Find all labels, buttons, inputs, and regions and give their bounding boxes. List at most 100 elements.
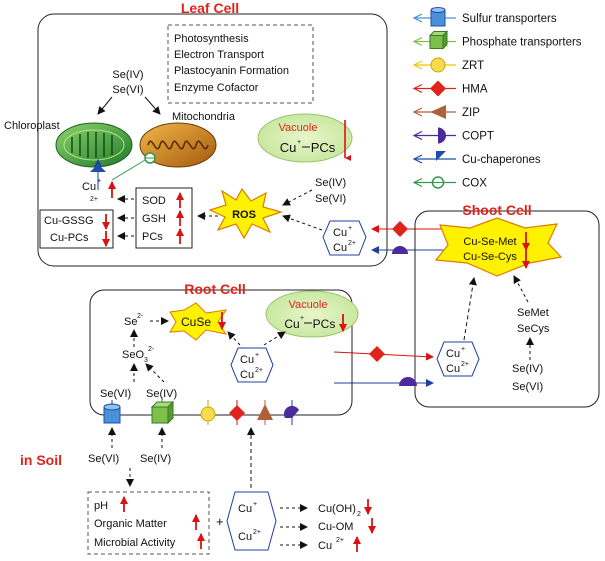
leaf-hex-cu2: Cu — [333, 242, 347, 254]
soil-se-vi: Se(VI) — [88, 453, 119, 465]
root-hma-icon — [369, 346, 385, 362]
legend-item: COPT — [412, 127, 494, 144]
soil-cuoh-sub: 2 — [357, 511, 361, 518]
shoot-hex-cu2: Cu — [446, 363, 460, 375]
soil: in Soil Se(VI) Se(IV) pH Organic Matter … — [20, 427, 376, 555]
root-se-iv: Se(IV) — [146, 388, 177, 400]
root-vacuole: Vacuole Cu + PCs — [265, 290, 359, 338]
legend-label: COPT — [462, 131, 494, 143]
mitochondria-label: Mitochondria — [172, 111, 236, 123]
leaf-cu-plus: + — [97, 178, 101, 185]
root-se-vi: Se(VI) — [100, 388, 131, 400]
soil-product-cuom: Cu-OM — [318, 521, 353, 533]
root-cu-chaperone-icon — [283, 400, 299, 425]
arrow-cu-to-cuse — [227, 331, 241, 346]
function-electron-transport: Electron Transport — [174, 49, 264, 61]
legend-label: Phosphate transporters — [462, 37, 582, 49]
diamond-icon — [412, 80, 456, 97]
ros-label: ROS — [232, 209, 256, 221]
leaf-vacuole-cu-plus: + — [297, 139, 301, 146]
shoot-se-vi: Se(VI) — [512, 381, 543, 393]
soil-hex-cu2: Cu — [238, 531, 252, 543]
root-cuse: CuSe — [181, 315, 211, 329]
function-plastocyanin: Plastocyanin Formation — [174, 65, 289, 77]
leaf-hex-2plus: 2+ — [348, 240, 356, 247]
legend-item: HMA — [412, 80, 488, 97]
triangle-icon — [412, 105, 456, 119]
leaf-cell-border — [37, 13, 388, 267]
root-sulfur-transporter-icon — [103, 400, 121, 424]
leaf-cu-chaperone-icon — [90, 159, 106, 190]
soil-hex-plus: + — [253, 501, 257, 508]
root-cell-border — [89, 289, 353, 416]
arrow-se-to-mitochondria — [144, 96, 161, 115]
shoot-cell: Shoot Cell Cu-Se-Met Cu-Se-Cys SeMet SeC… — [414, 202, 600, 408]
enzyme-pcs: PCs — [142, 231, 163, 243]
leaf-right-se-vi: Se(VI) — [315, 193, 346, 205]
leaf-copt-icon — [392, 246, 408, 254]
enzyme-sod: SOD — [142, 195, 166, 207]
circle-icon — [412, 57, 456, 73]
root-hma-icon-2 — [229, 400, 245, 425]
leaf-shoot-transport — [371, 221, 468, 254]
shoot-cell-border — [414, 210, 600, 408]
legend-item: Cu-chaperones — [412, 151, 541, 166]
legend-item: ZRT — [412, 57, 484, 73]
arrow-cu-to-ros — [282, 214, 323, 231]
root-vacuole-cu: Cu — [284, 317, 299, 331]
leaf-cu-2plus: 2+ — [90, 196, 98, 203]
soil-product-cu2: Cu — [318, 540, 332, 552]
ros-star: ROS — [208, 187, 284, 240]
shoot-hex-cu: Cu — [446, 348, 460, 360]
cylinder-icon — [412, 7, 456, 27]
soil-cu-2plus: 2+ — [336, 537, 344, 544]
soil-hex-cu: Cu — [238, 503, 252, 515]
root-cu-hexagon: Cu + Cu 2+ — [230, 347, 274, 383]
leaf-vacuole-pcs: PCs — [311, 140, 336, 155]
leaf-hex-plus: + — [348, 225, 352, 232]
legend-item: COX — [412, 176, 487, 190]
soil-factor-microbial: Microbial Activity — [94, 537, 176, 549]
root-vacuole-plus: + — [300, 315, 304, 322]
arrow-cu-to-vacuole — [263, 331, 286, 346]
legend-label: HMA — [462, 84, 488, 96]
shoot-se-iv: Se(IV) — [512, 363, 543, 375]
root-vacuole-pcs: PCs — [313, 317, 336, 331]
legend-item: Sulfur transporters — [412, 7, 557, 27]
leaf-vacuole: Vacuole Cu + PCs — [257, 113, 353, 163]
arrow-seamino-to-complex — [513, 275, 529, 303]
enzyme-box — [135, 187, 193, 249]
root-copt-icon — [399, 377, 417, 386]
function-photosynthesis: Photosynthesis — [174, 33, 249, 45]
complex-box — [39, 209, 114, 249]
leaf-se-iv: Se(IV) — [112, 69, 143, 81]
complex-cu-gssg: Cu-GSSG — [44, 215, 94, 227]
arrow-shoot-cu-to-complex — [463, 277, 477, 341]
cube-icon — [412, 30, 456, 50]
enzyme-gsh: GSH — [142, 213, 166, 225]
root-zip-icon — [257, 400, 273, 425]
legend-label: COX — [462, 178, 487, 190]
legend-item: Phosphate transporters — [412, 30, 582, 50]
complex-cu-pcs: Cu-PCs — [50, 232, 89, 244]
leaf-vacuole-label: Vacuole — [279, 122, 318, 134]
shoot-semet: SeMet — [517, 307, 549, 319]
arrow-se-to-ros — [282, 189, 313, 206]
soil-plus: + — [216, 514, 224, 529]
in-soil-title: in Soil — [20, 452, 62, 468]
soil-hex-2plus: 2+ — [253, 529, 261, 536]
leaf-se-vi: Se(VI) — [112, 84, 143, 96]
soil-product-cuoh: Cu(OH) — [318, 503, 356, 515]
leaf-cell: Leaf Cell Photosynthesis Electron Transp… — [4, 0, 388, 267]
half-circle-icon — [412, 127, 456, 144]
legend-label: ZIP — [462, 107, 480, 119]
leaf-cu: Cu — [82, 181, 96, 193]
shoot-hex-plus: + — [461, 346, 465, 353]
legend-item: ZIP — [412, 105, 480, 119]
root-cell-title: Root Cell — [184, 281, 245, 297]
root-hex-plus: + — [255, 352, 259, 359]
mitochondria-icon — [139, 122, 217, 168]
leaf-cu-hexagon: Cu + Cu 2+ — [322, 220, 367, 256]
